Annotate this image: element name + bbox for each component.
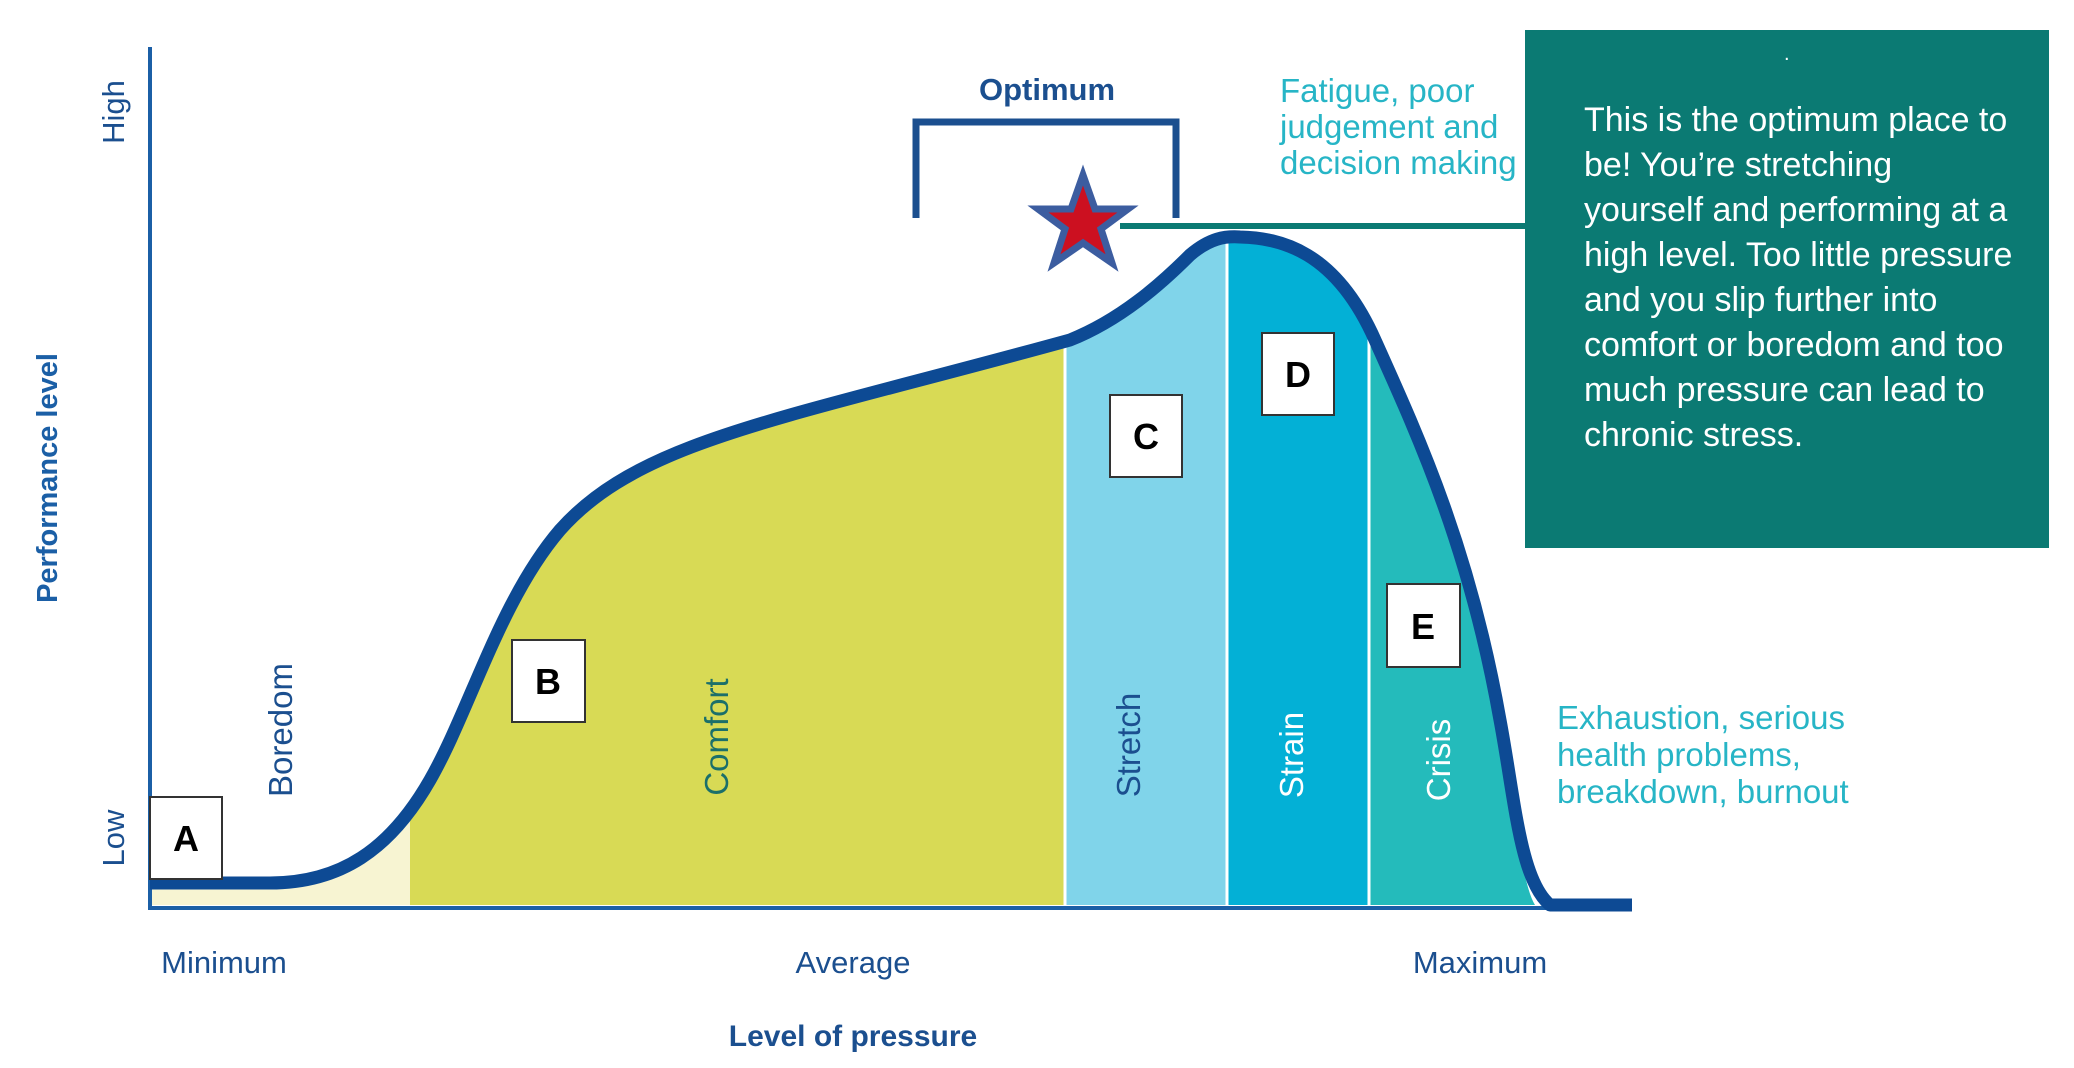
box-b: B — [511, 639, 586, 723]
zone-fill-comfort — [410, 236, 1065, 905]
exhaustion-note-line-2: health problems, — [1557, 736, 1801, 773]
box-a-frame — [149, 796, 223, 880]
fatigue-note: Fatigue, poor judgement and decision mak… — [1279, 72, 1517, 181]
box-e-frame — [1386, 583, 1461, 668]
y-axis-title: Performance level — [32, 353, 64, 603]
box-d: D — [1261, 332, 1335, 416]
x-axis-tick-maximum: Maximum — [1413, 945, 1547, 980]
box-e-label: E — [1411, 606, 1435, 647]
box-c-label: C — [1133, 416, 1159, 457]
box-d-label: D — [1285, 354, 1311, 395]
info-panel: . This is the optimum place to be! You’r… — [1525, 30, 2049, 548]
exhaustion-note-line-1: Exhaustion, serious — [1557, 699, 1845, 736]
x-axis-title: Level of pressure — [729, 1020, 977, 1053]
zone-label-strain: Strain — [1273, 712, 1310, 798]
y-axis-low-label: Low — [96, 809, 131, 866]
info-panel-text: This is the optimum place to be! You’re … — [1584, 101, 2013, 454]
y-axis-high-label: High — [96, 80, 131, 144]
exhaustion-note-line-3: breakdown, burnout — [1557, 773, 1849, 810]
optimum-bracket — [912, 118, 1180, 218]
x-axis-tick-minimum: Minimum — [161, 945, 287, 980]
box-d-frame — [1261, 332, 1335, 416]
zone-label-boredom: Boredom — [262, 663, 299, 797]
zone-label-stretch: Stretch — [1110, 693, 1147, 798]
zone-label-crisis: Crisis — [1420, 719, 1457, 801]
x-axis-tick-average: Average — [796, 945, 911, 980]
performance-curve — [150, 230, 1632, 912]
fatigue-note-line-3: decision making — [1280, 144, 1517, 181]
box-a-label: A — [173, 818, 199, 859]
box-c: C — [1109, 394, 1183, 478]
zone-dividers — [1063, 230, 1371, 910]
zone-label-comfort: Comfort — [698, 678, 735, 795]
box-e: E — [1386, 583, 1461, 668]
box-c-frame — [1109, 394, 1183, 478]
fatigue-note-line-1: Fatigue, poor — [1280, 72, 1474, 109]
fatigue-note-line-2: judgement and — [1279, 108, 1498, 145]
optimum-star-icon — [1027, 164, 1139, 272]
box-a: A — [149, 796, 223, 880]
info-panel-dot: . — [1784, 43, 1790, 65]
exhaustion-note: Exhaustion, serious health problems, bre… — [1557, 699, 1849, 810]
optimum-label: Optimum — [979, 72, 1115, 107]
box-b-frame — [511, 639, 586, 723]
zone-fill-stretch — [1065, 236, 1227, 905]
box-b-label: B — [535, 661, 561, 702]
